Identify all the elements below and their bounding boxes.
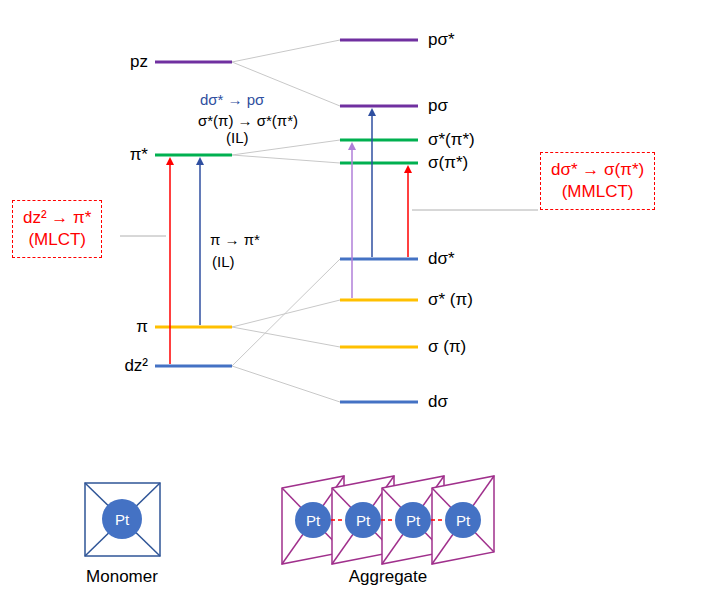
transition-type: (IL) (212, 254, 235, 271)
transition-callout: dz² → π*(MLCT) (12, 200, 102, 258)
level-label: pσ* (428, 31, 455, 50)
level-label: pσ (428, 97, 448, 116)
level-label: pz (130, 53, 148, 72)
level-label: dσ (428, 393, 448, 412)
atom-label: Pt (456, 512, 470, 529)
level-label: σ* (π) (428, 291, 473, 310)
caption-label: Aggregate (349, 568, 427, 587)
callout-text: dσ* → σ(π*) (551, 159, 644, 181)
transition-type: (IL) (226, 130, 249, 147)
level-label: σ(π*) (428, 154, 468, 173)
atom-label: Pt (115, 511, 129, 528)
transition-callout: dσ* → σ(π*)(MMLCT) (540, 152, 655, 210)
pt-pt-interaction (331, 519, 345, 521)
pt-atom: Pt (445, 502, 481, 538)
transition-label: π → π* (210, 232, 260, 249)
callout-text: (MMLCT) (551, 181, 644, 203)
aggregate-squares (282, 476, 494, 564)
leader-lines (120, 210, 538, 236)
monomer-square (85, 483, 160, 556)
level-label: dσ* (428, 250, 455, 269)
transition-label: σ*(π) → σ*(π*) (198, 113, 298, 130)
level-label: π* (130, 146, 148, 165)
atom-label: Pt (306, 512, 320, 529)
atom-label: Pt (406, 512, 420, 529)
pt-pt-interaction (381, 519, 395, 521)
pt-atom: Pt (102, 499, 142, 539)
pt-atom: Pt (395, 502, 431, 538)
pt-atom: Pt (295, 502, 331, 538)
level-label: dz² (124, 357, 148, 376)
energy-levels (155, 40, 418, 402)
level-label: π (136, 318, 148, 337)
level-label: σ*(π*) (428, 131, 475, 150)
pt-pt-interaction (431, 519, 445, 521)
transition-label: dσ* → pσ (200, 92, 264, 109)
caption-label: Monomer (86, 568, 158, 587)
atom-label: Pt (356, 512, 370, 529)
level-label: σ (π) (428, 338, 466, 357)
transition-arrows (170, 110, 408, 364)
pt-atom: Pt (345, 502, 381, 538)
callout-text: dz² → π* (23, 207, 91, 229)
callout-text: (MLCT) (23, 229, 91, 251)
